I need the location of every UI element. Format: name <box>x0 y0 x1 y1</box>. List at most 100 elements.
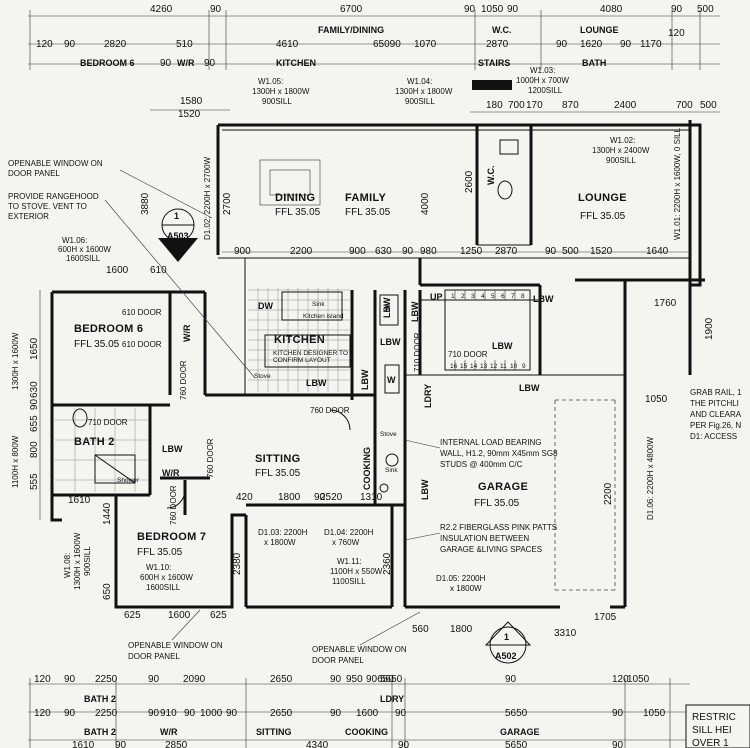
fixtures <box>72 139 519 493</box>
idim-500: 500 <box>562 246 579 257</box>
udim-700b: 700 <box>676 100 693 111</box>
bdim-r2-10: 90 <box>330 708 342 719</box>
door-610-b: 610 DOOR <box>122 340 162 349</box>
bdim-r1-5: 2090 <box>183 674 206 685</box>
bdim-r1-6: 2650 <box>270 674 293 685</box>
bdim-r2-13: 5650 <box>505 708 528 719</box>
idim-900b: 900 <box>349 246 366 257</box>
room-garage-ffl: FFL 35.05 <box>474 498 520 509</box>
idim-1310: 1310 <box>360 492 383 503</box>
lbw-labels: LBW LBW LBW LBW LBW LBW LBW LBW LBW LBW <box>162 294 554 500</box>
bdim-r1-4: 90 <box>148 674 160 685</box>
w104-line2: 1300H x 1800W <box>395 87 453 96</box>
top-dim-r2-6: 65090 <box>373 39 401 50</box>
room-ldry: LDRY <box>423 384 433 408</box>
d102-label: D1.02: 2200H x 2700W <box>203 156 212 240</box>
note-rangehood-line1: PROVIDE RANGEHOOD <box>8 192 99 201</box>
restrict-line2: SILL HEI <box>692 725 732 736</box>
room-bedroom6-ffl: FFL 35.05 <box>74 339 120 350</box>
room-kitchen: KITCHEN <box>274 334 325 346</box>
ldim-90: 90 <box>29 398 40 410</box>
top-dim-r2-8: 2870 <box>486 39 509 50</box>
top-dim-r2-3: 2820 <box>104 39 127 50</box>
blabel-ldry: LDRY <box>380 694 404 704</box>
top-dim-9: 500 <box>697 4 714 15</box>
door-labels: 610 DOOR 610 DOOR 760 DOOR 760 DOOR 760 … <box>88 308 488 525</box>
fridge-box <box>379 294 399 326</box>
idim-4000: 4000 <box>420 192 431 215</box>
note-grabrail-5: D1: ACCESS <box>690 432 737 441</box>
room-labels: DINING FFL 35.05 FAMILY FFL 35.05 LOUNGE… <box>74 166 627 559</box>
bdim-r1-10: 5650 <box>380 674 403 685</box>
stair-13: 13 <box>480 363 488 370</box>
ldim-650: 650 <box>102 583 113 600</box>
idim-2600: 2600 <box>464 170 475 193</box>
washer-box <box>384 364 400 394</box>
note-openable2-line1: OPENABLE WINDOW ON <box>128 641 223 650</box>
bdim-r1-1: 120 <box>34 674 51 685</box>
top-dim-r2-11: 90 <box>620 39 632 50</box>
idim-1250: 1250 <box>460 246 483 257</box>
idim-1520: 1520 <box>590 246 613 257</box>
bdim-r2-4: 90 <box>148 708 160 719</box>
note-rangehood-line3: EXTERIOR <box>8 212 49 221</box>
walls <box>50 120 705 609</box>
blabel-wr: W/R <box>160 727 178 737</box>
bdim-r1-2: 90 <box>64 674 76 685</box>
upper-dims: 1580 1520 180 700 170 870 2400 700 500 <box>150 96 720 120</box>
note-rangehood-line2: TO STOVE. VENT TO <box>8 202 87 211</box>
idim-2700: 2700 <box>222 192 233 215</box>
label-sink-kitchen: Sink <box>312 301 325 308</box>
top-dim-r2-7: 1070 <box>414 39 437 50</box>
note-openable1-line2: DOOR PANEL <box>8 169 60 178</box>
bdim-r1-3: 2250 <box>95 674 118 685</box>
door-760-d: 760 DOOR <box>169 485 178 525</box>
room-bedroom7-ffl: FFL 35.05 <box>137 547 183 558</box>
udim-700: 700 <box>508 100 525 111</box>
interior-dims: 900 2200 900 630 90 980 1250 2870 90 500… <box>68 170 715 639</box>
top-dimension-strings: 4260 90 6700 90 1050 90 4080 90 500 FAMI… <box>28 4 720 90</box>
opening-specs: D1.02: 2200H x 2700W W1.01: 2200H x 1600… <box>11 127 682 593</box>
d105-line1: D1.05: 2200H <box>436 574 486 583</box>
room-sitting: SITTING <box>255 453 301 465</box>
section-a502-label: A502 <box>495 651 517 661</box>
lbw-4: LBW <box>306 378 327 388</box>
stair-5: 5 <box>491 293 495 300</box>
w111-line2: 1100H x 550W <box>330 567 383 576</box>
kitchen-note-2: CONFIRM LAYOUT <box>273 357 331 364</box>
w105-line2: 1300H x 1800W <box>252 87 310 96</box>
label-stove-cooking: Stove <box>380 431 397 438</box>
ldim-555: 555 <box>29 473 40 490</box>
lbw-7: LBW <box>410 301 420 322</box>
stair-14: 14 <box>470 363 478 370</box>
lbw-3: LBW <box>519 383 540 393</box>
top-dim-r2-9: 90 <box>556 39 568 50</box>
label-stove-kitchen: Stove <box>254 373 271 380</box>
toilet-wc <box>497 180 513 200</box>
idim-3310: 3310 <box>554 628 577 639</box>
dining-table <box>259 159 321 206</box>
bdim-r2-2: 90 <box>64 708 76 719</box>
blabel-cooking: COOKING <box>345 727 388 737</box>
note-grabrail-3: AND CLEARA <box>690 410 742 419</box>
d104-line2: x 760W <box>332 538 360 547</box>
bdim-r4-7: 90 <box>612 740 624 748</box>
window-annotations-top: W1.05: 1300H x 1800W 900SILL W1.04: 1300… <box>252 66 650 165</box>
idim-630: 630 <box>375 246 392 257</box>
top-dim-r3-1: 90 <box>160 58 172 69</box>
ldim-1650: 1650 <box>29 337 40 360</box>
bottom-dimension-strings: 120 90 2250 90 2090 2650 90 950 90650 56… <box>28 674 690 748</box>
d103-line1: D1.03: 2200H <box>258 528 308 537</box>
udim-1580: 1580 <box>180 96 203 107</box>
lbw-8: LBW <box>360 369 370 390</box>
room-family-ffl: FFL 35.05 <box>345 207 391 218</box>
w111-line3: 1100SILL <box>332 577 366 586</box>
bdim-r1-11: 90 <box>505 674 517 685</box>
label-sink-cooking: Sink <box>385 467 398 474</box>
left-dims: 1650 630 90 655 800 555 1440 650 <box>29 290 113 600</box>
idim-1600: 1600 <box>106 265 129 276</box>
w101-label: W1.01: 2200H x 1600W, 0 SILL <box>673 127 682 240</box>
top-dim-r2-5: 4610 <box>276 39 299 50</box>
label-kitchen-island: Kitchen island <box>303 313 344 320</box>
stair-10: 10 <box>510 363 518 370</box>
